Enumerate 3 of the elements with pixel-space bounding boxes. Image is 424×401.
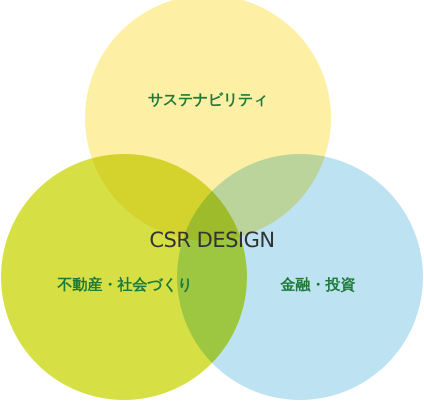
circle-label: 不動産・社会づくり <box>58 276 192 294</box>
circle-label: 金融・投資 <box>280 276 356 294</box>
circle-label: サステナビリティ <box>148 90 268 110</box>
